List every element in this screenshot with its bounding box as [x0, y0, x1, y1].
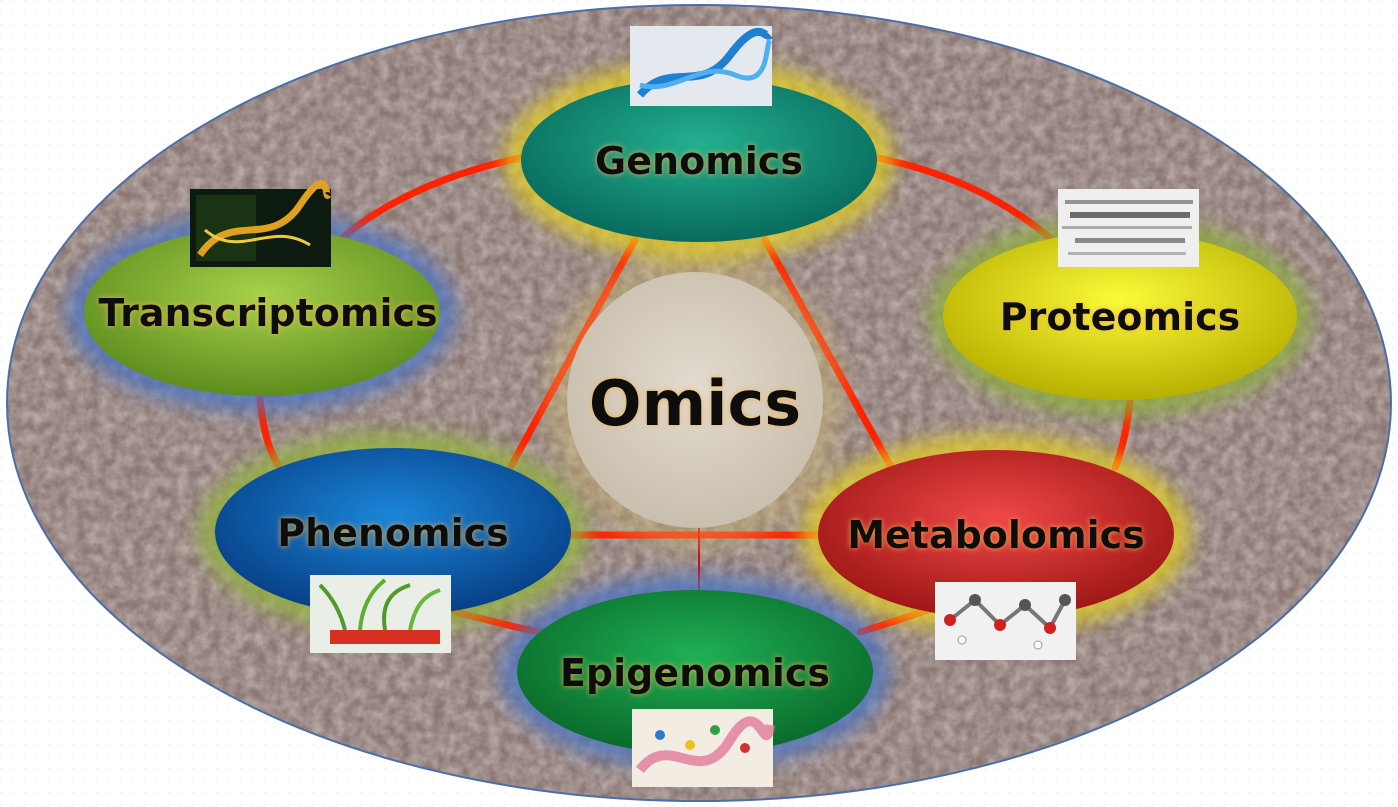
- node-epigenomics: Epigenomics: [500, 574, 890, 770]
- dna-helix-image: [630, 26, 773, 106]
- node-genomics: Genomics: [504, 60, 894, 260]
- node-proteomics: Proteomics: [928, 216, 1312, 416]
- molecule-model-image: [935, 582, 1076, 660]
- node-metabolomics: Metabolomics: [801, 434, 1191, 634]
- rna-microarray-image: [190, 180, 331, 267]
- protein-gel-image: [1058, 189, 1199, 267]
- node-label-genomics: Genomics: [595, 139, 803, 183]
- plant-growth-image: [310, 575, 451, 653]
- node-label-transcriptomics: Transcriptomics: [98, 291, 437, 335]
- chromatin-illustration-image: [632, 709, 775, 787]
- node-phenomics: Phenomics: [198, 432, 588, 632]
- node-label-proteomics: Proteomics: [1000, 295, 1241, 339]
- center-label: Omics: [589, 367, 801, 440]
- node-label-metabolomics: Metabolomics: [847, 513, 1145, 557]
- node-label-epigenomics: Epigenomics: [560, 651, 830, 695]
- node-label-phenomics: Phenomics: [277, 511, 509, 555]
- center-node: Omics: [545, 250, 845, 550]
- node-transcriptomics: Transcriptomics: [67, 212, 457, 412]
